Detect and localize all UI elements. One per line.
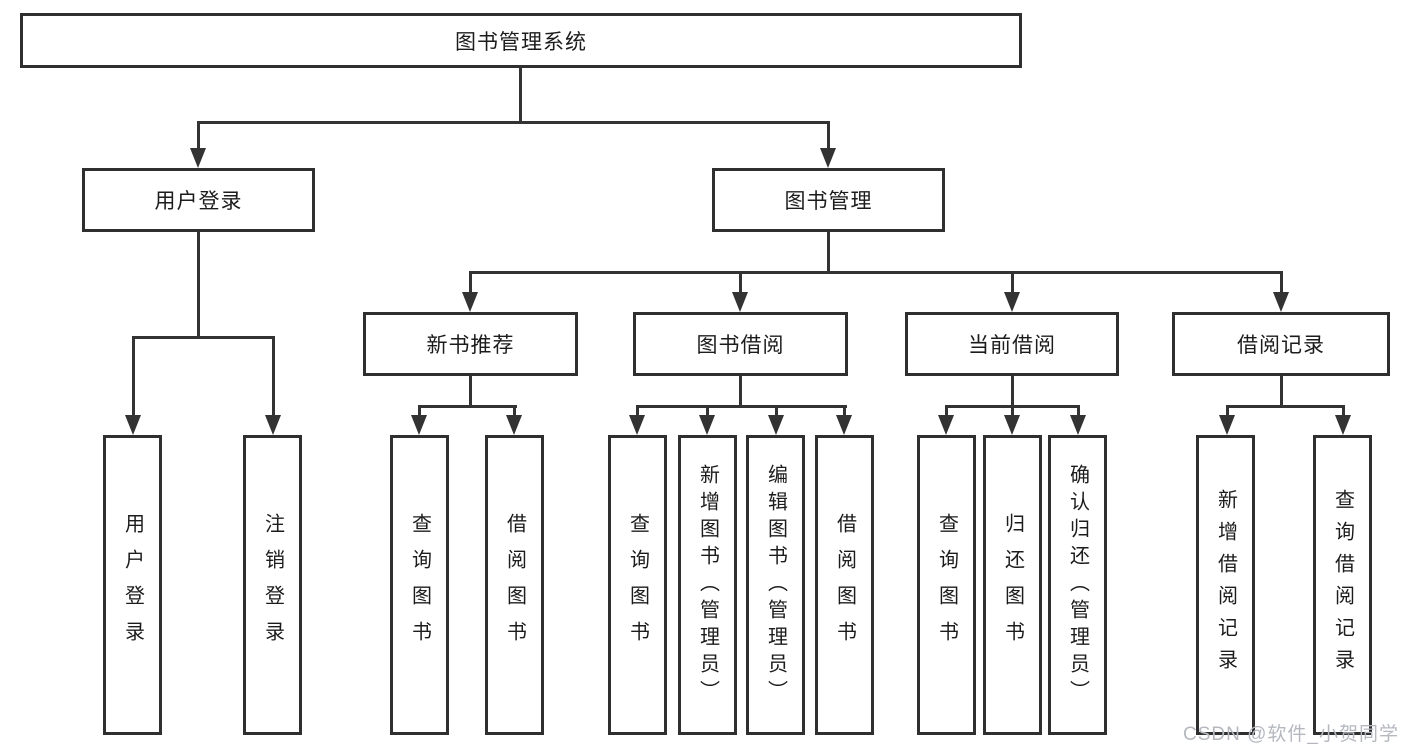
leaf-newbook-query-books: 查询图书 <box>390 435 449 735</box>
arrow-down-icon <box>629 415 645 435</box>
node-label: 借阅图书 <box>833 513 856 657</box>
arrow-down-icon <box>768 415 784 435</box>
arrow-down-icon <box>265 415 281 435</box>
csdn-watermark: CSDN @软件_小贺同学 <box>1183 724 1399 745</box>
connector-line <box>513 405 516 417</box>
connector-line <box>827 232 830 274</box>
node-label: 新书推荐 <box>426 334 515 357</box>
connector-line <box>519 68 522 124</box>
arrow-down-icon <box>1335 415 1351 435</box>
leaf-borrow-borrow-books: 借阅图书 <box>815 435 874 735</box>
arrow-down-icon <box>506 415 522 435</box>
node-label: 查询图书 <box>408 513 431 657</box>
leaf-records-query-record: 查询借阅记录 <box>1313 435 1372 735</box>
connector-line <box>1011 405 1014 417</box>
node-label: 查询借阅记录 <box>1331 489 1354 681</box>
connector-line <box>418 405 517 408</box>
node-label: 借阅图书 <box>503 513 526 657</box>
arrow-down-icon <box>1004 292 1020 312</box>
arrow-down-icon <box>699 415 715 435</box>
connector-line <box>636 405 639 417</box>
connector-line <box>827 121 830 149</box>
node-label: 查询图书 <box>626 513 649 657</box>
connector-line <box>945 405 948 417</box>
connector-line <box>1226 405 1345 408</box>
node-label: 查询图书 <box>935 513 958 657</box>
connector-line <box>1011 376 1014 408</box>
node-label: 新增图书（管理员） <box>696 463 719 707</box>
leaf-newbook-borrow-books: 借阅图书 <box>485 435 544 735</box>
node-user-login: 用户登录 <box>82 168 315 232</box>
leaf-logout: 注销登录 <box>243 435 302 735</box>
connector-line <box>739 376 742 408</box>
node-label: 确认归还（管理员） <box>1066 463 1089 707</box>
leaf-current-confirm-return-admin: 确认归还（管理员） <box>1048 435 1107 735</box>
node-label: 用户登录 <box>121 513 144 657</box>
arrow-down-icon <box>411 415 427 435</box>
node-label: 图书管理 <box>784 190 873 213</box>
connector-line <box>706 405 709 417</box>
node-label: 当前借阅 <box>968 334 1056 357</box>
leaf-borrow-add-books-admin: 新增图书（管理员） <box>678 435 737 735</box>
node-book-borrow: 图书借阅 <box>633 312 848 376</box>
connector-line <box>197 121 830 124</box>
node-label: 图书借阅 <box>696 334 785 357</box>
connector-line <box>469 376 472 408</box>
leaf-current-return-books: 归还图书 <box>983 435 1042 735</box>
connector-line <box>197 121 200 149</box>
connector-line <box>775 405 778 417</box>
connector-line <box>843 405 846 417</box>
arrow-down-icon <box>125 415 141 435</box>
node-label: 新增借阅记录 <box>1214 489 1237 681</box>
connector-line <box>1280 376 1283 408</box>
arrow-down-icon <box>836 415 852 435</box>
connector-line <box>1280 271 1283 294</box>
node-label: 编辑图书（管理员） <box>764 463 787 707</box>
leaf-borrow-edit-books-admin: 编辑图书（管理员） <box>746 435 805 735</box>
node-label: 归还图书 <box>1001 513 1024 657</box>
connector-line <box>636 405 847 408</box>
connector-line <box>469 271 1282 274</box>
connector-line <box>469 271 472 294</box>
connector-line <box>1077 405 1080 417</box>
node-root: 图书管理系统 <box>20 13 1022 68</box>
connector-line <box>1342 405 1345 417</box>
leaf-records-add-record: 新增借阅记录 <box>1196 435 1255 735</box>
connector-line <box>197 232 200 339</box>
node-label: 用户登录 <box>154 190 243 213</box>
arrow-down-icon <box>732 292 748 312</box>
arrow-down-icon <box>820 148 836 168</box>
node-label: 注销登录 <box>261 513 284 657</box>
arrow-down-icon <box>938 415 954 435</box>
leaf-borrow-query-books: 查询图书 <box>608 435 667 735</box>
arrow-down-icon <box>462 292 478 312</box>
node-label: 借阅记录 <box>1237 334 1325 357</box>
connector-line <box>739 271 742 294</box>
arrow-down-icon <box>1273 292 1289 312</box>
connector-line <box>418 405 421 417</box>
node-label: 图书管理系统 <box>455 30 587 54</box>
arrow-down-icon <box>1004 415 1020 435</box>
connector-line <box>1226 405 1229 417</box>
arrow-down-icon <box>1070 415 1086 435</box>
leaf-current-query-books: 查询图书 <box>917 435 976 735</box>
node-borrow-records: 借阅记录 <box>1172 312 1390 376</box>
connector-line <box>132 336 275 339</box>
node-book-management: 图书管理 <box>712 168 945 232</box>
connector-line <box>132 336 135 417</box>
leaf-user-login: 用户登录 <box>103 435 162 735</box>
connector-line <box>1011 271 1014 294</box>
node-new-book-recommend: 新书推荐 <box>363 312 578 376</box>
node-current-borrow: 当前借阅 <box>905 312 1119 376</box>
connector-line <box>272 336 275 417</box>
arrow-down-icon <box>190 148 206 168</box>
arrow-down-icon <box>1219 415 1235 435</box>
